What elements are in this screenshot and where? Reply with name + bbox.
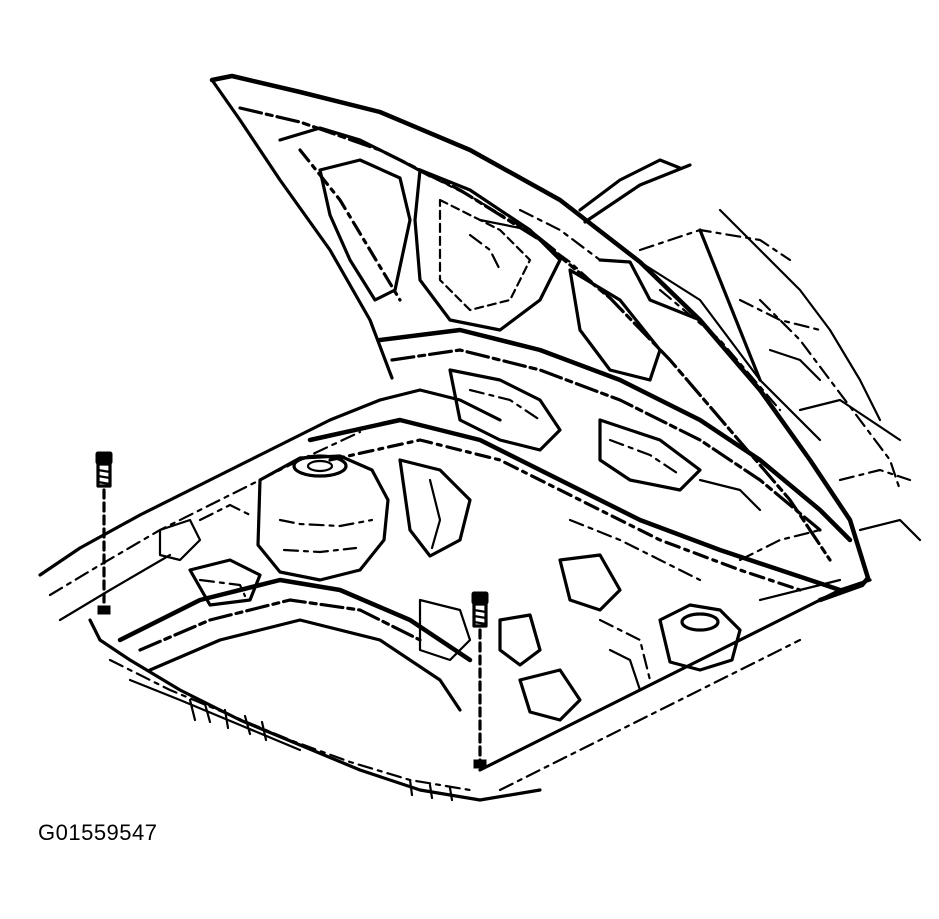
vehicle-body-rear [578,158,922,542]
engine-compartment [38,368,872,802]
figure-id-label: G01559547 [38,820,158,845]
hood-bolt-icon [471,591,489,769]
hood-panel [209,73,871,603]
hood-bolt-icon [95,451,113,615]
